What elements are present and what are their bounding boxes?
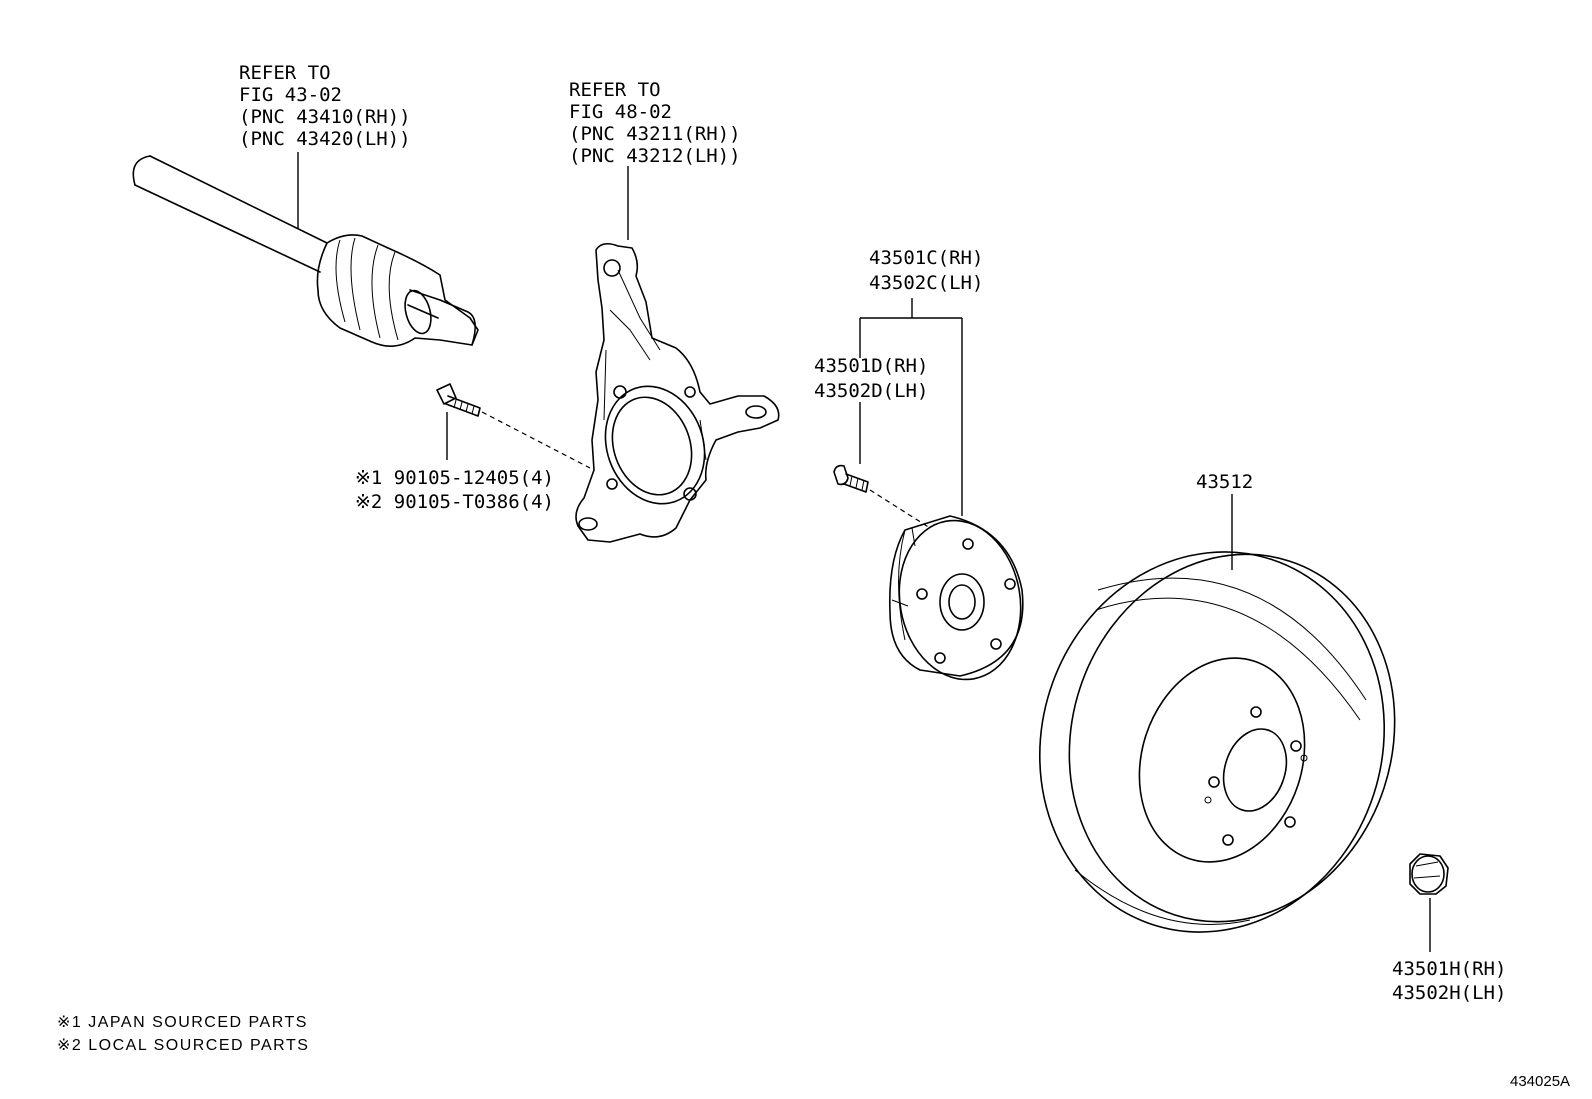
note-japan-sourced: ※1 JAPAN SOURCED PARTS: [57, 1014, 308, 1031]
knuckle-bolt-part-line-1: ※1 90105-12405(4): [355, 467, 554, 489]
hub-nut-part-line-2: 43502H(LH): [1392, 982, 1506, 1004]
knuckle-ref-line-2: FIG 48-02: [569, 101, 672, 123]
hub-assembly-part-line-1: 43501C(RH): [869, 247, 983, 269]
drive-shaft-drawing: [132, 155, 479, 347]
knuckle-bolt-part-line-2: ※2 90105-T0386(4): [355, 491, 554, 513]
knuckle-ref-line-1: REFER TO: [569, 79, 661, 101]
brake-disc-drawing: [1038, 551, 1396, 933]
leader-lines: [297, 152, 1431, 952]
hub-assembly-part-label: 43501C(RH) 43502C(LH): [869, 247, 983, 294]
knuckle-bolt-part-label: ※1 90105-12405(4) ※2 90105-T0386(4): [355, 467, 554, 513]
drive-shaft-ref-line-4: (PNC 43420(LH)): [239, 128, 411, 150]
drive-shaft-reference-label: REFER TO FIG 43-02 (PNC 43410(RH)) (PNC …: [239, 62, 411, 150]
hub-stud-dashed-line: [869, 489, 931, 529]
hub-nut-part-line-1: 43501H(RH): [1392, 958, 1506, 980]
sourcing-notes: ※1 JAPAN SOURCED PARTS ※2 LOCAL SOURCED …: [57, 1014, 309, 1054]
hub-assembly-part-line-2: 43502C(LH): [869, 272, 983, 294]
hub-assembly-drawing: [888, 515, 1024, 681]
hub-stud-drawing: [833, 464, 869, 493]
steering-knuckle-drawing: [575, 242, 780, 543]
brake-disc-part-label: 43512: [1196, 471, 1253, 493]
knuckle-bolt-dashed-line: [481, 411, 591, 469]
hub-stud-part-line-1: 43501D(RH): [814, 355, 928, 377]
hub-nut-drawing: [1409, 853, 1449, 895]
note-local-sourced: ※2 LOCAL SOURCED PARTS: [57, 1037, 309, 1054]
figure-code: 434025A: [1510, 1073, 1570, 1090]
drive-shaft-ref-line-2: FIG 43-02: [239, 84, 342, 106]
drive-shaft-ref-line-1: REFER TO: [239, 62, 331, 84]
knuckle-reference-label: REFER TO FIG 48-02 (PNC 43211(RH)) (PNC …: [569, 79, 741, 167]
drive-shaft-ref-line-3: (PNC 43410(RH)): [239, 106, 411, 128]
knuckle-bolt-drawing: [436, 383, 481, 417]
hub-stud-part-label: 43501D(RH) 43502D(LH): [814, 355, 928, 402]
knuckle-ref-line-3: (PNC 43211(RH)): [569, 123, 741, 145]
hub-nut-part-label: 43501H(RH) 43502H(LH): [1392, 958, 1506, 1004]
knuckle-ref-line-4: (PNC 43212(LH)): [569, 145, 741, 167]
hub-stud-part-line-2: 43502D(LH): [814, 380, 928, 402]
